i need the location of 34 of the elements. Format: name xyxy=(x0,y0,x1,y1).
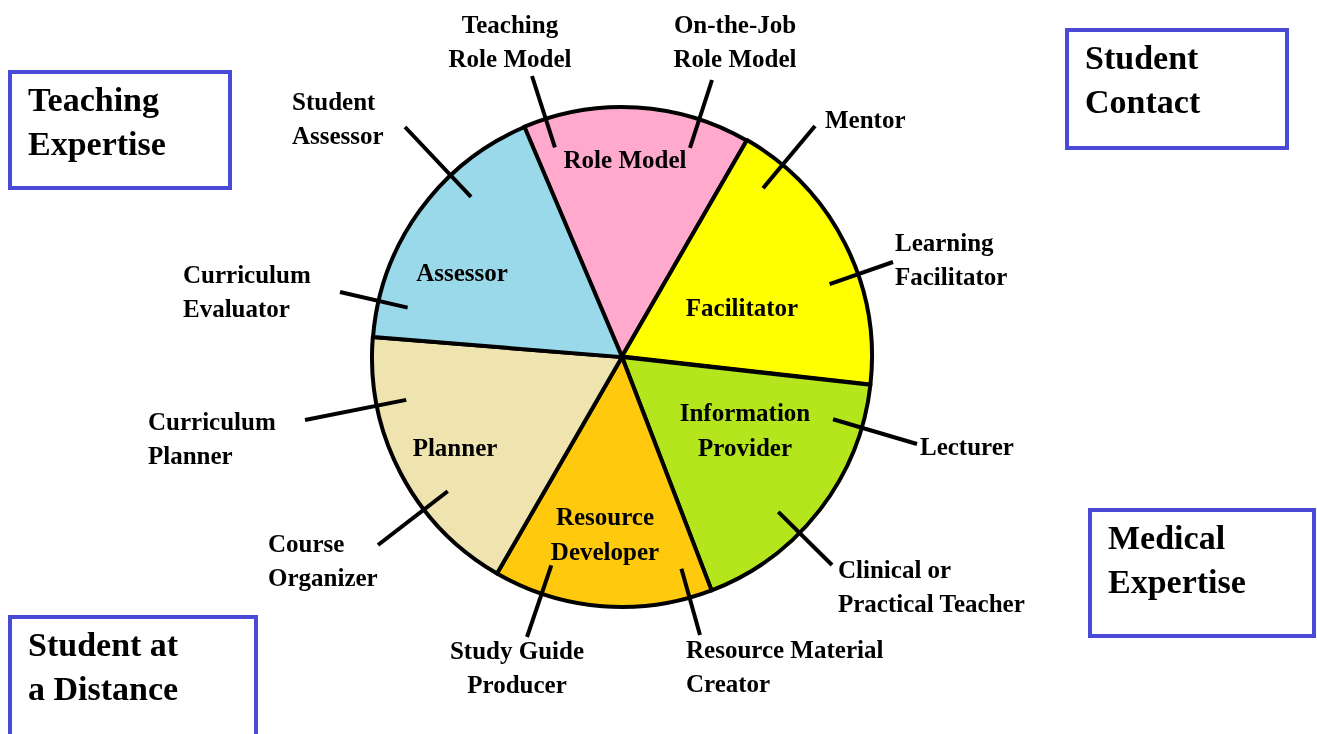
category-box: Medical Expertise xyxy=(1088,508,1316,638)
leader-line xyxy=(688,79,714,149)
sector-label: Assessor xyxy=(415,258,509,288)
role-label: On-the-Job Role Model xyxy=(660,8,810,76)
sector-label: Information Provider xyxy=(678,398,812,463)
role-label: Learning Facilitator xyxy=(895,226,1045,294)
role-label: Lecturer xyxy=(920,430,1050,464)
sector-label: Resource Developer xyxy=(549,502,661,567)
role-label: Study Guide Producer xyxy=(432,634,602,702)
category-box: Student Contact xyxy=(1065,28,1289,150)
role-label: Course Organizer xyxy=(268,527,408,595)
sector-label: Facilitator xyxy=(684,293,800,323)
role-label: Mentor xyxy=(825,103,935,137)
leader-line xyxy=(828,260,894,287)
leader-line xyxy=(339,290,409,310)
leader-line xyxy=(761,124,817,190)
category-box: Teaching Expertise xyxy=(8,70,232,190)
role-label: Student Assessor xyxy=(292,85,412,153)
leader-line xyxy=(679,568,702,636)
role-label: Clinical or Practical Teacher xyxy=(838,553,1038,621)
sector-label: Planner xyxy=(411,433,499,463)
category-box: Student at a Distance xyxy=(8,615,258,734)
leader-line xyxy=(376,489,449,547)
leader-line xyxy=(525,564,554,638)
leader-line xyxy=(832,417,918,446)
leader-line xyxy=(530,75,557,149)
role-label: Curriculum Evaluator xyxy=(183,258,343,326)
role-label: Resource Material Creator xyxy=(686,633,896,701)
sector-label: Role Model xyxy=(562,145,688,175)
leader-line xyxy=(403,125,473,199)
role-label: Teaching Role Model xyxy=(440,8,580,76)
leader-line xyxy=(304,397,407,422)
leader-line xyxy=(776,510,834,567)
role-label: Curriculum Planner xyxy=(148,405,308,473)
